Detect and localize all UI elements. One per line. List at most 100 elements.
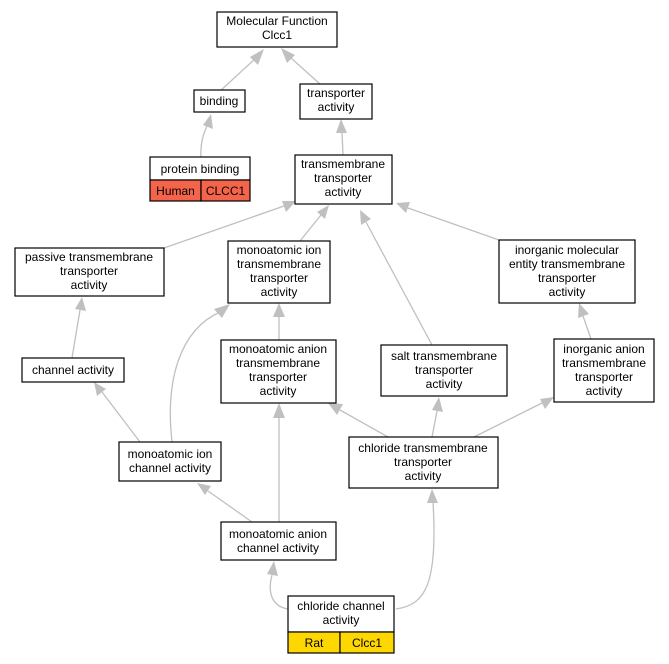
- arrowhead-binding-to-mf: [250, 49, 264, 65]
- arrowhead-chloride-tm-to-inorganic-anion: [540, 397, 554, 409]
- node-protein-binding[interactable]: protein binding: [149, 156, 251, 181]
- annotation-species-label: Rat: [305, 636, 324, 650]
- node-inorganic-anion-transmembrane-transporter-activity[interactable]: inorganic anion transmembrane transporte…: [553, 338, 655, 403]
- arrowhead-monoatomic-anion-channel-to-monoatomic-anion-tm: [273, 403, 285, 418]
- node-passive-transmembrane-transporter-activity[interactable]: passive transmembrane transporter activi…: [14, 247, 165, 297]
- edge-protein-binding-to-binding: [200, 125, 208, 158]
- edge-chloride-tm-to-inorganic-anion: [473, 402, 543, 438]
- edge-transporter-to-mf: [290, 57, 321, 85]
- edge-chloride-tm-to-monoatomic-anion-tm: [339, 409, 389, 438]
- arrowhead-monoatomic-anion-channel-to-monoatomic-ion-channel: [197, 483, 211, 495]
- node-transporter-activity[interactable]: transporter activity: [299, 83, 373, 120]
- arrowhead-inorganic-molecular-to-transmembrane: [396, 202, 410, 213]
- node-monoatomic-ion-transmembrane-transporter-activity[interactable]: monoatomic ion transmembrane transporter…: [227, 240, 331, 304]
- arrowhead-salt-to-transmembrane: [360, 210, 371, 225]
- edge-passive-to-transmembrane: [163, 205, 285, 249]
- node-label-line: chloride transmembrane: [358, 441, 488, 455]
- node-label-line: channel activity: [129, 461, 211, 475]
- node-label-line: monoatomic anion: [229, 527, 327, 541]
- edge-salt-to-transmembrane: [365, 221, 433, 346]
- node-label-line: activity: [586, 384, 623, 398]
- node-label-line: monoatomic ion: [237, 243, 322, 257]
- arrowhead-monoatomic-ion-channel-to-channel: [94, 382, 106, 396]
- arrowhead-transporter-to-mf: [281, 48, 295, 63]
- arrowhead-monoatomic-ion-tm-to-transmembrane: [317, 205, 329, 219]
- node-label-line: activity: [318, 100, 355, 114]
- node-monoatomic-ion-channel-activity[interactable]: monoatomic ion channel activity: [118, 441, 222, 482]
- node-label-line: transmembrane: [237, 257, 321, 271]
- edge-inorganic-anion-to-inorganic-molecular: [582, 315, 592, 340]
- node-label-line: transmembrane: [562, 356, 646, 370]
- node-label-line: Molecular Function: [226, 14, 327, 28]
- node-label-line: Clcc1: [262, 28, 292, 42]
- node-monoatomic-anion-channel-activity[interactable]: monoatomic anion channel activity: [220, 521, 337, 561]
- edge-binding-to-mf: [218, 57, 257, 93]
- node-label-line: transporter: [394, 455, 452, 469]
- edge-chloride-channel-to-monoatomic-anion-channel: [269, 574, 289, 610]
- edge-inorganic-molecular-to-transmembrane: [407, 207, 500, 241]
- node-label-line: transporter: [307, 86, 365, 100]
- node-label-line: monoatomic ion: [128, 447, 213, 461]
- node-label-line: inorganic molecular: [515, 243, 619, 257]
- edge-monoatomic-ion-tm-to-transmembrane: [299, 214, 322, 242]
- arrowhead-monoatomic-anion-tm-to-monoatomic-ion-tm: [273, 303, 285, 317]
- node-label-line: transmembrane: [301, 157, 385, 171]
- edge-monoatomic-ion-channel-to-channel: [101, 391, 141, 443]
- annotation-species-label: Human: [156, 184, 195, 198]
- edge-monoatomic-anion-channel-to-monoatomic-ion-channel: [207, 490, 253, 523]
- node-label-line: activity: [549, 285, 586, 299]
- node-label-line: activity: [426, 377, 463, 391]
- node-binding[interactable]: binding: [193, 89, 246, 113]
- arrowhead-chloride-tm-to-monoatomic-anion-tm: [328, 403, 343, 415]
- node-label-line: activity: [71, 278, 108, 292]
- node-label-line: activity: [325, 185, 362, 199]
- node-label-line: binding: [200, 94, 239, 108]
- annotation-gene-label: CLCC1: [206, 184, 246, 198]
- node-label-line: transporter: [415, 363, 473, 377]
- node-chloride-transmembrane-transporter-activity[interactable]: chloride transmembrane transporter activ…: [348, 436, 499, 489]
- arrowhead-chloride-channel-to-chloride-tm: [427, 489, 438, 503]
- node-label-line: activity: [261, 285, 298, 299]
- edge-chloride-channel-to-chloride-tm: [395, 501, 435, 610]
- node-label-line: monoatomic anion: [229, 342, 327, 356]
- arrowhead-chloride-tm-to-salt: [432, 397, 443, 412]
- node-label-line: transporter: [538, 271, 596, 285]
- edge-monoatomic-ion-channel-to-monoatomic-ion-tm: [169, 311, 221, 443]
- node-label-line: inorganic anion: [563, 342, 644, 356]
- arrowhead-monoatomic-ion-channel-to-monoatomic-ion-tm: [214, 304, 230, 318]
- node-label-line: transporter: [314, 171, 372, 185]
- node-label-line: protein binding: [161, 162, 240, 176]
- node-label-line: transporter: [575, 370, 633, 384]
- annotation-protein-binding: Human CLCC1: [149, 179, 251, 202]
- node-salt-transmembrane-transporter-activity[interactable]: salt transmembrane transporter activity: [380, 344, 508, 397]
- node-label-line: transporter: [249, 370, 307, 384]
- node-label-line: passive transmembrane: [25, 250, 153, 264]
- node-label-line: channel activity: [32, 363, 114, 377]
- node-label-line: transporter: [60, 264, 118, 278]
- annotation-chloride-channel: Rat Clcc1: [287, 631, 395, 654]
- node-label-line: channel activity: [237, 541, 319, 555]
- edge-transmembrane-to-transporter: [341, 131, 344, 156]
- node-molecular-function[interactable]: Molecular Function Clcc1: [216, 11, 338, 48]
- node-channel-activity[interactable]: channel activity: [21, 357, 125, 383]
- node-label-line: activity: [405, 469, 442, 483]
- node-transmembrane-transporter-activity[interactable]: transmembrane transporter activity: [294, 154, 393, 205]
- edge-channel-to-passive: [71, 309, 81, 359]
- node-label-line: chloride channel: [297, 599, 384, 613]
- annotation-gene-label: Clcc1: [352, 636, 382, 650]
- node-label-line: salt transmembrane: [391, 349, 497, 363]
- node-inorganic-molecular-entity-transmembrane-transporter-activity[interactable]: inorganic molecular entity transmembrane…: [498, 239, 636, 304]
- arrowhead-inorganic-anion-to-inorganic-molecular: [578, 303, 589, 318]
- annotation-gene-cell: [339, 631, 395, 654]
- edge-chloride-tm-to-salt: [431, 410, 438, 438]
- annotation-gene-cell: [200, 179, 251, 202]
- node-label-line: transporter: [250, 271, 308, 285]
- arrowhead-transmembrane-to-transporter: [336, 119, 347, 133]
- node-monoatomic-anion-transmembrane-transporter-activity[interactable]: monoatomic anion transmembrane transport…: [220, 339, 337, 404]
- node-chloride-channel-activity[interactable]: chloride channel activity: [287, 595, 395, 633]
- arrowhead-protein-binding-to-binding: [203, 114, 213, 129]
- node-label-line: activity: [323, 613, 360, 627]
- node-label-line: activity: [260, 384, 297, 398]
- arrowhead-passive-to-transmembrane: [282, 201, 296, 212]
